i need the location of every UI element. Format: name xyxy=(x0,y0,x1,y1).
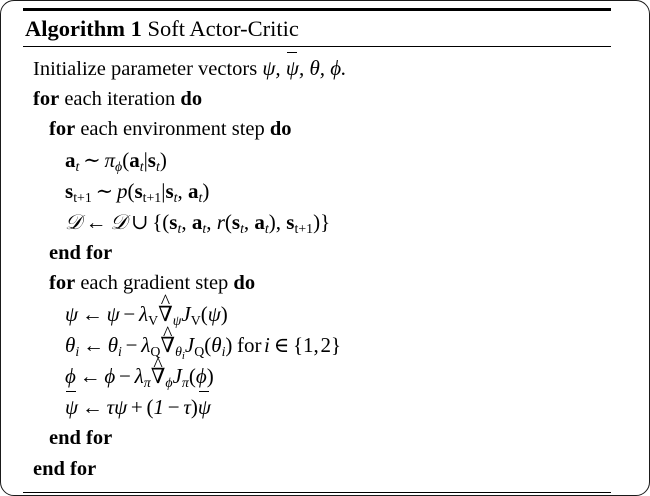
line-update-phi: ϕ←ϕ−λπ∇ϕJπ(ϕ) xyxy=(23,361,611,392)
top-rule xyxy=(23,8,611,11)
keyword-end-for: end for xyxy=(49,427,113,450)
line-end-for-gradient-step: end for xyxy=(23,423,611,453)
bottom-rule xyxy=(23,491,611,493)
sample-action-equation: at∼πϕ(at|st) xyxy=(65,147,167,174)
update-phi-equation: ϕ←ϕ−λπ∇ϕJπ(ϕ) xyxy=(65,364,214,390)
line-update-target-psi: ψ←τψ+(1−τ)ψ xyxy=(23,391,611,423)
replay-buffer-equation: 𝒟←𝒟∪{(st, at, r(st, at), st+1)} xyxy=(65,210,331,237)
update-psi-equation: ψ←ψ−λV∇ψJV(ψ) xyxy=(65,302,228,328)
line-end-for-iteration: end for xyxy=(23,454,611,484)
line-end-for-environment-step: end for xyxy=(23,238,611,268)
line-sample-action: at∼πϕ(at|st) xyxy=(23,145,611,176)
keyword-end-for: end for xyxy=(33,457,97,480)
algorithm-title: Algorithm 1 Soft Actor-Critic xyxy=(23,11,611,46)
line-initialize: Initialize parameter vectors ψ, ψ, θ, ϕ. xyxy=(23,52,611,84)
line-update-psi: ψ←ψ−λV∇ψJV(ψ) xyxy=(23,299,611,330)
keyword-for: for xyxy=(49,272,76,295)
algorithm-title-keyword: Algorithm 1 xyxy=(25,16,142,41)
for-gradient-step-text: each gradient step xyxy=(80,272,229,295)
keyword-do: do xyxy=(269,118,292,141)
for-iteration-text: each iteration xyxy=(64,88,176,111)
algorithm-body: Initialize parameter vectors ψ, ψ, θ, ϕ.… xyxy=(23,47,611,492)
line-initialize-text: Initialize parameter vectors xyxy=(33,58,258,80)
line-for-gradient-step: for each gradient step do xyxy=(23,268,611,298)
line-for-iteration: for each iteration do xyxy=(23,84,611,114)
keyword-do: do xyxy=(180,88,203,111)
for-environment-step-text: each environment step xyxy=(80,118,265,141)
algorithm-block: Algorithm 1 Soft Actor-Critic Initialize… xyxy=(23,8,611,493)
algorithm-title-name: Soft Actor-Critic xyxy=(147,16,299,41)
line-for-environment-step: for each environment step do xyxy=(23,114,611,144)
keyword-for: for xyxy=(33,88,60,111)
sample-next-state-equation: st+1∼p(st+1|st, at) xyxy=(65,178,210,205)
update-target-psi-equation: ψ←τψ+(1−τ)ψ xyxy=(65,391,211,419)
keyword-for: for xyxy=(49,118,76,141)
keyword-do: do xyxy=(233,272,256,295)
line-sample-next-state: st+1∼p(st+1|st, at) xyxy=(23,176,611,207)
line-replay-buffer-update: 𝒟←𝒟∪{(st, at, r(st, at), st+1)} xyxy=(23,207,611,238)
initialize-symbols: ψ, ψ, θ, ϕ. xyxy=(262,52,346,80)
keyword-end-for: end for xyxy=(49,242,113,265)
title-rule xyxy=(23,46,611,47)
